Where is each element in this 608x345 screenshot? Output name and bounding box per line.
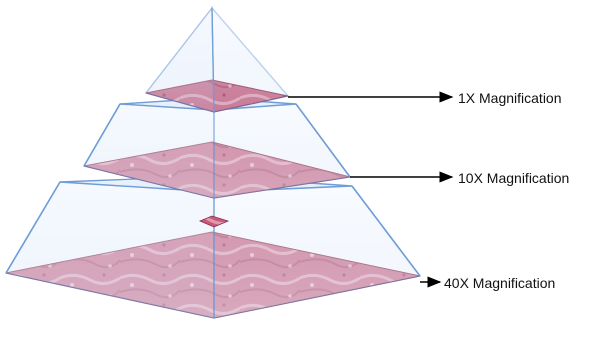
- label-1x: 1X Magnification: [458, 90, 562, 106]
- frustum-left-40x: [6, 182, 214, 318]
- label-group-10x: 10X Magnification: [350, 170, 569, 186]
- pyramid-right-face: [212, 8, 288, 112]
- pyramid-left-face: [146, 8, 214, 112]
- frustum-right-40x: [214, 186, 420, 318]
- label-group-1x: 1X Magnification: [288, 90, 562, 106]
- level-1x: [146, 8, 288, 112]
- label-40x: 40X Magnification: [444, 275, 555, 291]
- label-10x: 10X Magnification: [458, 170, 569, 186]
- label-group-40x: 40X Magnification: [420, 275, 555, 291]
